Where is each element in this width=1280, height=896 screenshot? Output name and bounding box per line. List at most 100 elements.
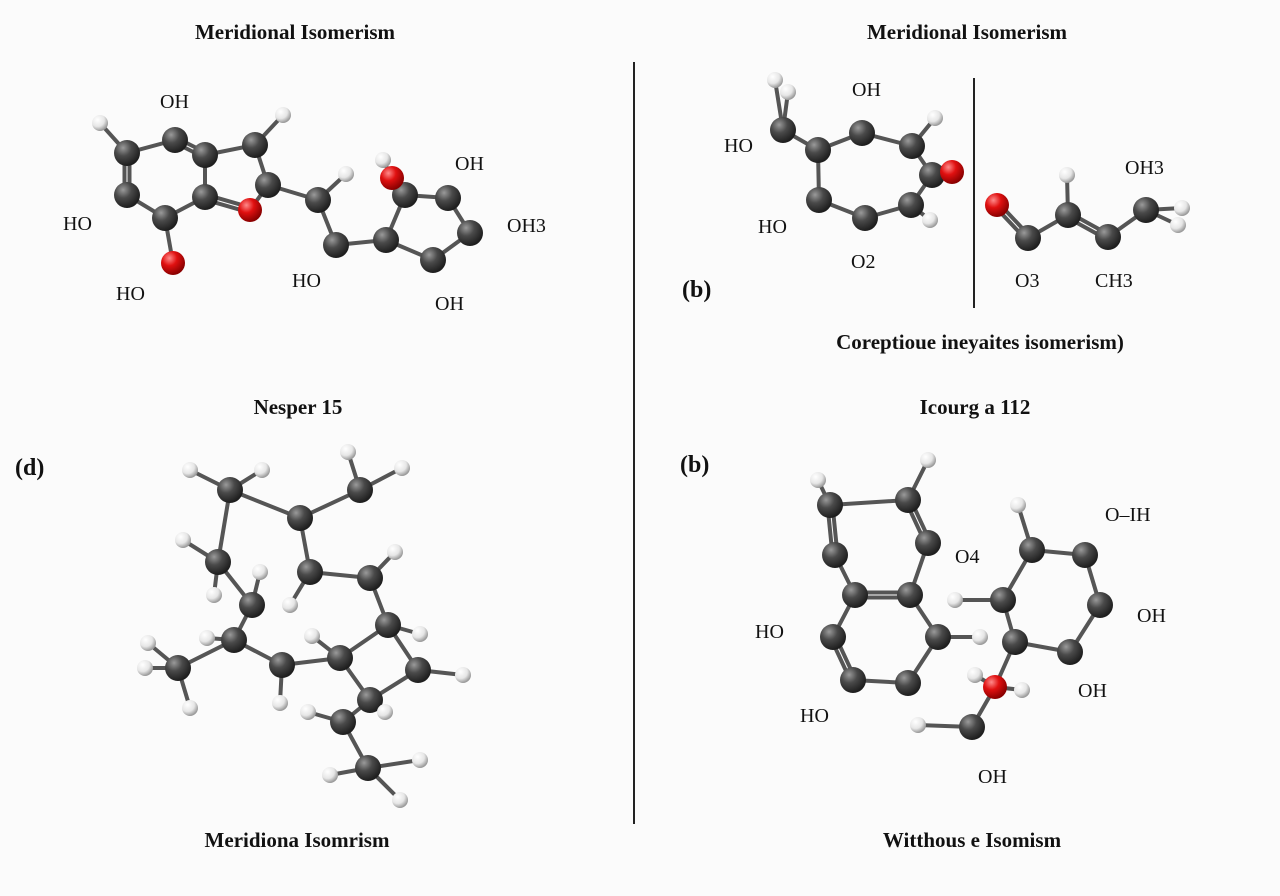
atom-label: HO — [292, 270, 321, 292]
atom-label: OH — [852, 79, 881, 101]
carbon-atom — [297, 559, 323, 585]
carbon-atom — [152, 205, 178, 231]
carbon-atom — [1133, 197, 1159, 223]
hydrogen-atom — [1170, 217, 1186, 233]
carbon-atom — [959, 714, 985, 740]
carbon-atom — [330, 709, 356, 735]
atoms-layer — [92, 72, 1190, 808]
carbon-atom — [925, 624, 951, 650]
carbon-atom — [357, 687, 383, 713]
atom-label: O3 — [1015, 270, 1039, 292]
carbon-atom — [323, 232, 349, 258]
hydrogen-atom — [1059, 167, 1075, 183]
top-right-divider — [973, 78, 975, 308]
bottom-left-caption: Meridiona Isomrism — [204, 828, 390, 852]
atom-label: OH — [160, 91, 189, 113]
bottom-right-title: Icourg a 112 — [919, 395, 1031, 419]
main-divider — [633, 62, 635, 824]
oxygen-atom — [238, 198, 262, 222]
hydrogen-atom — [780, 84, 796, 100]
hydrogen-atom — [182, 700, 198, 716]
top-right-caption: Coreptioue ineyaites isomerism) — [836, 330, 1124, 354]
atom-label: HO — [63, 213, 92, 235]
carbon-atom — [114, 182, 140, 208]
carbon-atom — [347, 477, 373, 503]
hydrogen-atom — [340, 444, 356, 460]
hydrogen-atom — [254, 462, 270, 478]
panel-label-bottom-left: (d) — [15, 455, 45, 481]
atom-label: HO — [116, 283, 145, 305]
hydrogen-atom — [455, 667, 471, 683]
hydrogen-atom — [377, 704, 393, 720]
atom-label: HO — [758, 216, 787, 238]
hydrogen-atom — [1010, 497, 1026, 513]
carbon-atom — [357, 565, 383, 591]
bottom-right-caption: Witthous e Isomism — [882, 828, 1062, 852]
hydrogen-atom — [252, 564, 268, 580]
carbon-atom — [840, 667, 866, 693]
hydrogen-atom — [137, 660, 153, 676]
carbon-atom — [822, 542, 848, 568]
carbon-atom — [849, 120, 875, 146]
carbon-atom — [114, 140, 140, 166]
atom-label: OH3 — [507, 215, 546, 237]
atom-label: OH — [978, 766, 1007, 788]
carbon-atom — [239, 592, 265, 618]
carbon-atom — [305, 187, 331, 213]
hydrogen-atom — [947, 592, 963, 608]
hydrogen-atom — [338, 166, 354, 182]
atom-label: OH3 — [1125, 157, 1164, 179]
carbon-atom — [1015, 225, 1041, 251]
carbon-atom — [192, 184, 218, 210]
hydrogen-atom — [304, 628, 320, 644]
panel-label-top-right: (b) — [682, 277, 712, 303]
carbon-atom — [805, 137, 831, 163]
carbon-atom — [373, 227, 399, 253]
hydrogen-atom — [140, 635, 156, 651]
hydrogen-atom — [412, 752, 428, 768]
carbon-atom — [990, 587, 1016, 613]
hydrogen-atom — [412, 626, 428, 642]
carbon-atom — [327, 645, 353, 671]
atom-label: O2 — [851, 251, 875, 273]
hydrogen-atom — [375, 152, 391, 168]
carbon-atom — [242, 132, 268, 158]
carbon-atom — [1019, 537, 1045, 563]
top-right-title: Meridional Isomerism — [866, 20, 1068, 44]
oxygen-atom — [985, 193, 1009, 217]
carbon-atom — [435, 185, 461, 211]
atom-label: O4 — [955, 546, 979, 568]
carbon-atom — [1057, 639, 1083, 665]
carbon-atom — [392, 182, 418, 208]
carbon-atom — [1095, 224, 1121, 250]
hydrogen-atom — [199, 630, 215, 646]
hydrogen-atom — [922, 212, 938, 228]
oxygen-atom — [380, 166, 404, 190]
carbon-atom — [269, 652, 295, 678]
hydrogen-atom — [322, 767, 338, 783]
hydrogen-atom — [394, 460, 410, 476]
carbon-atom — [1055, 202, 1081, 228]
hydrogen-atom — [910, 717, 926, 733]
hydrogen-atom — [972, 629, 988, 645]
hydrogen-atom — [810, 472, 826, 488]
carbon-atom — [355, 755, 381, 781]
atom-label: O–IH — [1105, 504, 1151, 526]
carbon-atom — [405, 657, 431, 683]
hydrogen-atom — [300, 704, 316, 720]
hydrogen-atom — [182, 462, 198, 478]
hydrogen-atom — [92, 115, 108, 131]
carbon-atom — [287, 505, 313, 531]
carbon-atom — [457, 220, 483, 246]
carbon-atom — [165, 655, 191, 681]
carbon-atom — [205, 549, 231, 575]
carbon-atom — [221, 627, 247, 653]
carbon-atom — [895, 487, 921, 513]
hydrogen-atom — [175, 532, 191, 548]
carbon-atom — [915, 530, 941, 556]
atom-label: OH — [435, 293, 464, 315]
atom-label: OH — [1137, 605, 1166, 627]
top-left-title: Meridional Isomerism — [194, 20, 396, 44]
hydrogen-atom — [392, 792, 408, 808]
